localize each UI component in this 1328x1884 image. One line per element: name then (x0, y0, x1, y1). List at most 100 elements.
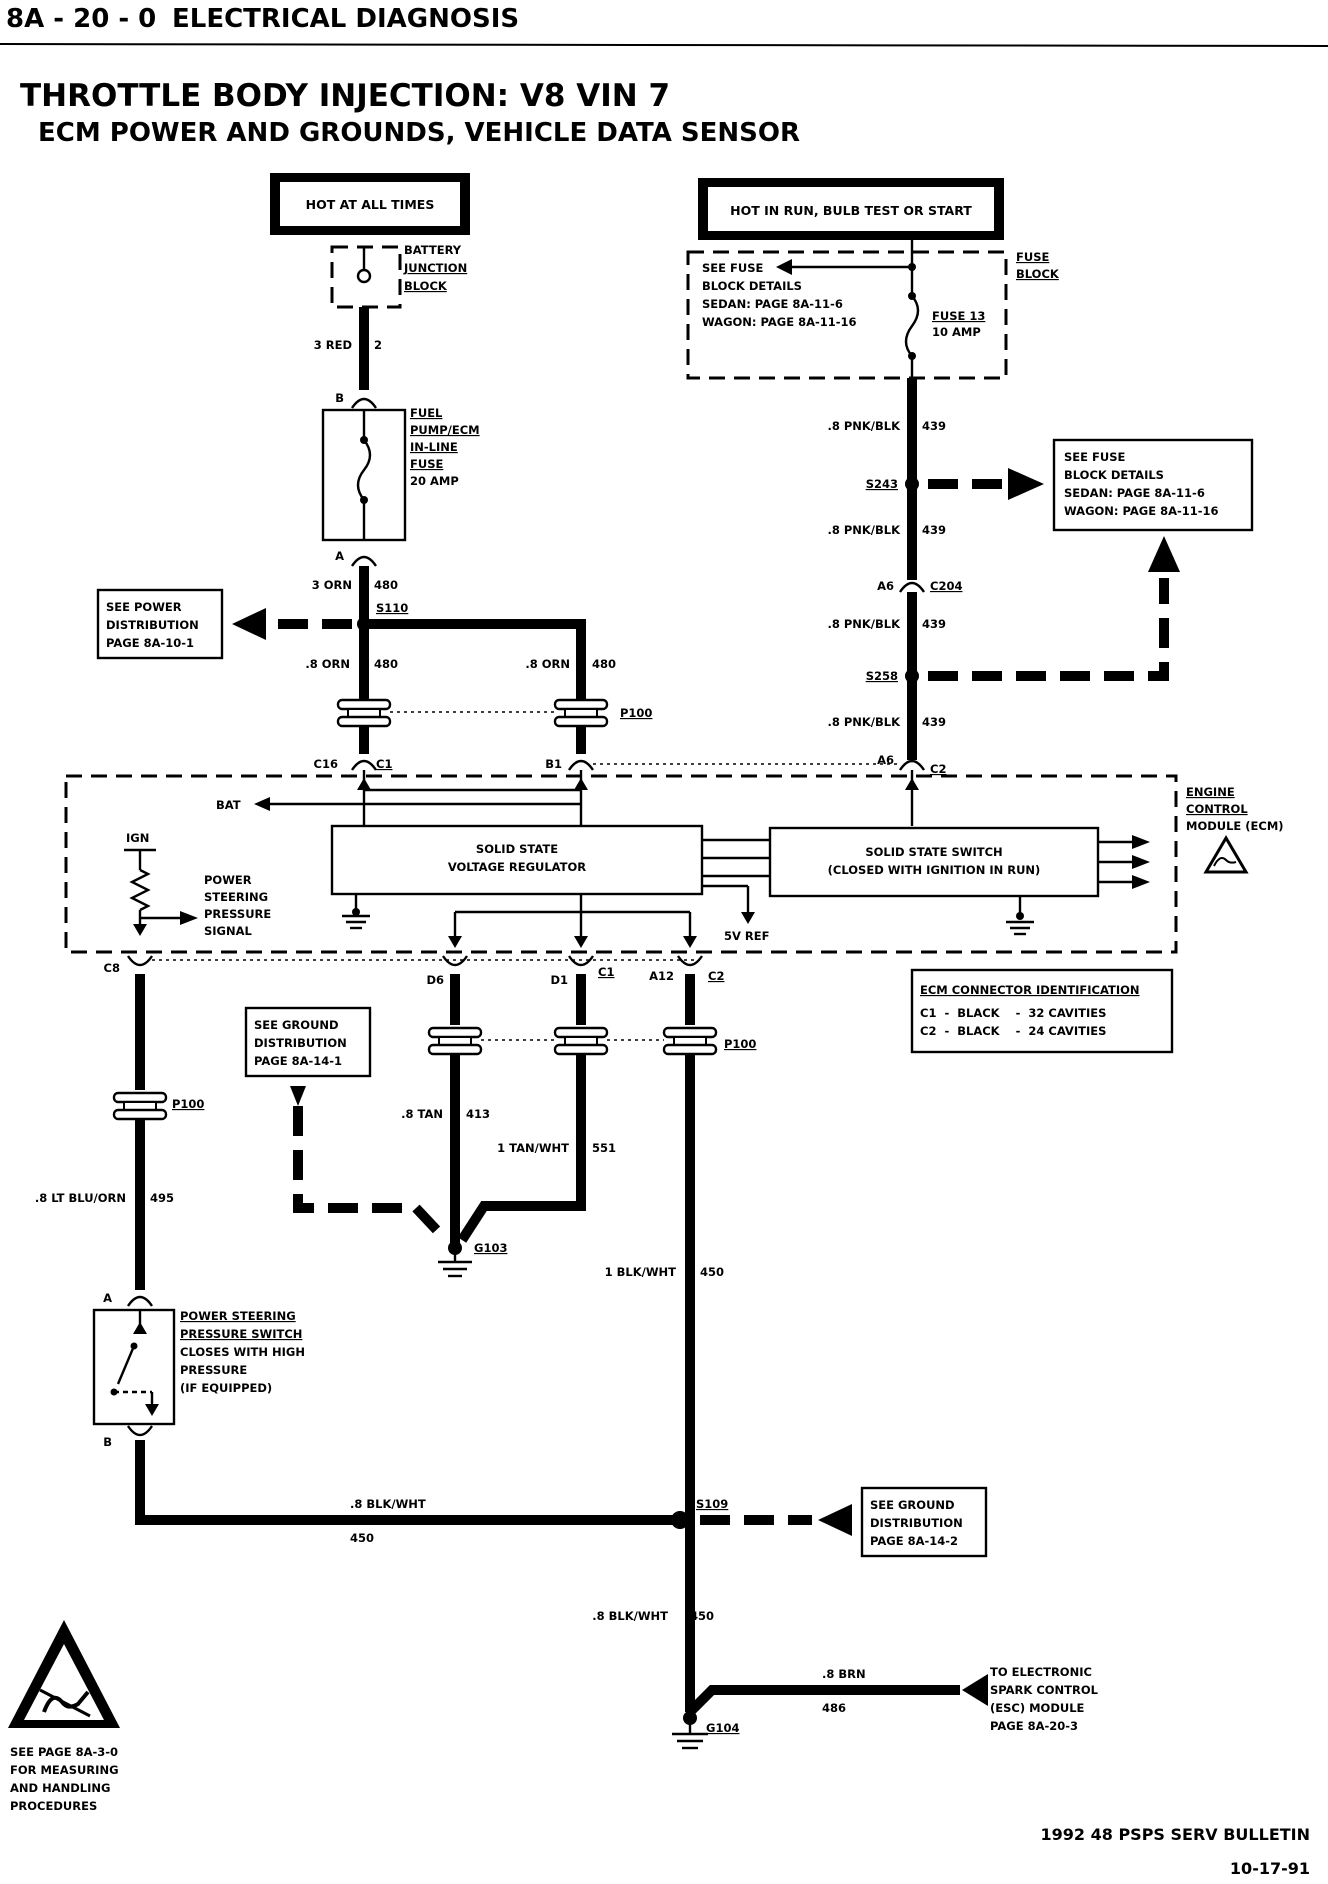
power-dist-ref-1: SEE POWER (106, 600, 182, 614)
ecm-connector-id-title: ECM CONNECTOR IDENTIFICATION (920, 983, 1140, 997)
ground-g103-label: G103 (474, 1241, 507, 1255)
ps-switch-label-1: POWER STEERING (180, 1309, 296, 1323)
ecm-label-3: MODULE (ECM) (1186, 819, 1284, 833)
battery-junction-label-3: BLOCK (404, 279, 448, 293)
see-ground-distribution-2-box (860, 1486, 988, 1558)
circuit-486: 486 (822, 1701, 846, 1715)
ecm-bat-label: BAT (216, 798, 241, 812)
p100-label-top: P100 (620, 706, 652, 720)
circuit-439-d: 439 (922, 715, 946, 729)
ps-switch-label-4: PRESSURE (180, 1363, 247, 1377)
fuel-pump-fuse-label-1: FUEL (410, 406, 443, 420)
circuit-480-a: 480 (374, 578, 398, 592)
esd-note-3: AND HANDLING (10, 1781, 110, 1795)
fuse-13-amp: 10 AMP (932, 325, 981, 339)
see-ground-distribution-1-box (244, 1006, 372, 1078)
ps-pressure-switch-box (92, 1308, 176, 1426)
connector-c8: C8 (104, 961, 120, 975)
wire-label-pnk-2: .8 PNK/BLK (827, 523, 901, 537)
connector-b-top: B (335, 391, 344, 405)
p100-connector-a12 (662, 1026, 718, 1056)
wire-8-orn-right (364, 619, 586, 700)
ecm-module-outline (64, 774, 1178, 954)
fuse-block-label-1: FUSE (1016, 250, 1049, 264)
circuit-2: 2 (374, 338, 382, 352)
connector-a6-ecm: A6 (877, 753, 894, 767)
fuse-block-label-2: BLOCK (1016, 267, 1060, 281)
wire-label-8-tan: .8 TAN (401, 1107, 443, 1121)
see-power-distribution-box (96, 588, 224, 660)
power-dist-ref-3: PAGE 8A-10-1 (106, 636, 194, 650)
footer-bulletin: 1992 48 PSPS SERV BULLETIN (1041, 1825, 1311, 1844)
esc-ref-3: (ESC) MODULE (990, 1701, 1085, 1715)
splice-s258 (905, 669, 919, 683)
wire-label-8-brn: .8 BRN (822, 1667, 866, 1681)
esc-ref-4: PAGE 8A-20-3 (990, 1719, 1078, 1733)
connector-c2-top: C2 (930, 762, 946, 776)
ground-dist-2-ref-2: DISTRIBUTION (870, 1516, 963, 1530)
ps-switch-label-3: CLOSES WITH HIGH (180, 1345, 305, 1359)
esd-note-1: SEE PAGE 8A-3-0 (10, 1745, 118, 1759)
splice-s243 (905, 477, 919, 491)
regulator-label-1: SOLID STATE (476, 842, 558, 856)
ecm-connector-id-c2: C2 - BLACK - 24 CAVITIES (920, 1024, 1106, 1038)
wire-8-brn (686, 1685, 960, 1716)
power-dist-ref-2: DISTRIBUTION (106, 618, 199, 632)
wire-label-3-orn: 3 ORN (312, 578, 352, 592)
ecm-connector-id-c1: C1 - BLACK - 32 CAVITIES (920, 1006, 1106, 1020)
fuse-13-label: FUSE 13 (932, 309, 985, 323)
circuit-413: 413 (466, 1107, 490, 1121)
see-fuse-block-details-box (1052, 438, 1254, 532)
ps-switch-label-2: PRESSURE SWITCH (180, 1327, 302, 1341)
switch-label-2: (CLOSED WITH IGNITION IN RUN) (828, 863, 1041, 877)
ps-signal-label-2: STEERING (204, 890, 268, 904)
fuel-pump-fuse-label-2: PUMP/ECM (410, 423, 480, 437)
connector-d1: D1 (550, 973, 568, 987)
circuit-439-b: 439 (922, 523, 946, 537)
wire-label-pnk-3: .8 PNK/BLK (827, 617, 901, 631)
footer-date: 10-17-91 (1230, 1859, 1310, 1878)
solid-state-switch (768, 826, 1100, 898)
esc-ref-2: SPARK CONTROL (990, 1683, 1099, 1697)
wire-tan-wht (457, 1054, 586, 1243)
ground-dist-1-arrow (293, 1106, 450, 1244)
fuel-pump-fuse-label-4: FUSE (410, 457, 443, 471)
ecm-label-2: CONTROL (1186, 802, 1248, 816)
p100-connector-c8 (112, 1091, 168, 1121)
wire-label-3-red: 3 RED (314, 338, 352, 352)
wire-label-pnk-4: .8 PNK/BLK (827, 715, 901, 729)
s258-arrow (928, 578, 1169, 681)
connector-a-fuse: A (335, 549, 344, 563)
wire-label-pnk-1: .8 PNK/BLK (827, 419, 901, 433)
connector-b-ps-switch: B (103, 1435, 112, 1449)
ecm-5v-ref-label: 5V REF (724, 929, 769, 943)
circuit-450-ps: 450 (350, 1531, 374, 1545)
circuit-450-a: 450 (700, 1265, 724, 1279)
circuit-495: 495 (150, 1191, 174, 1205)
splice-s109 (671, 1511, 689, 1529)
wire-label-8-blk-wht-lower: .8 BLK/WHT (592, 1609, 668, 1623)
fuse-details-ref-4: WAGON: PAGE 8A-11-16 (1064, 504, 1219, 518)
connector-a-ps-switch: A (103, 1291, 112, 1305)
battery-junction-label-1: BATTERY (404, 243, 462, 257)
connector-c1-top: C1 (376, 757, 392, 771)
connector-a12: A12 (649, 969, 674, 983)
ground-dist-2-ref-3: PAGE 8A-14-2 (870, 1534, 958, 1548)
fuse-details-ref-3: SEDAN: PAGE 8A-11-6 (1064, 486, 1205, 500)
connector-d6: D6 (426, 973, 444, 987)
esc-ref-1: TO ELECTRONIC (990, 1665, 1092, 1679)
ground-dist-1-ref-3: PAGE 8A-14-1 (254, 1054, 342, 1068)
section-title: ELECTRICAL DIAGNOSIS (172, 4, 519, 34)
fuel-pump-fuse-label-5: 20 AMP (410, 474, 459, 488)
connector-c204: C204 (930, 579, 962, 593)
switch-label-1: SOLID STATE SWITCH (865, 845, 1002, 859)
p100-label-left: P100 (172, 1097, 204, 1111)
header-rule (0, 43, 1328, 47)
wire-label-8-orn-left: .8 ORN (305, 657, 350, 671)
circuit-439-c: 439 (922, 617, 946, 631)
circuit-439-a: 439 (922, 419, 946, 433)
p100-label-bottom: P100 (724, 1037, 756, 1051)
p100-connector-c16 (336, 698, 392, 728)
ecm-connector-id-box (910, 968, 1174, 1054)
